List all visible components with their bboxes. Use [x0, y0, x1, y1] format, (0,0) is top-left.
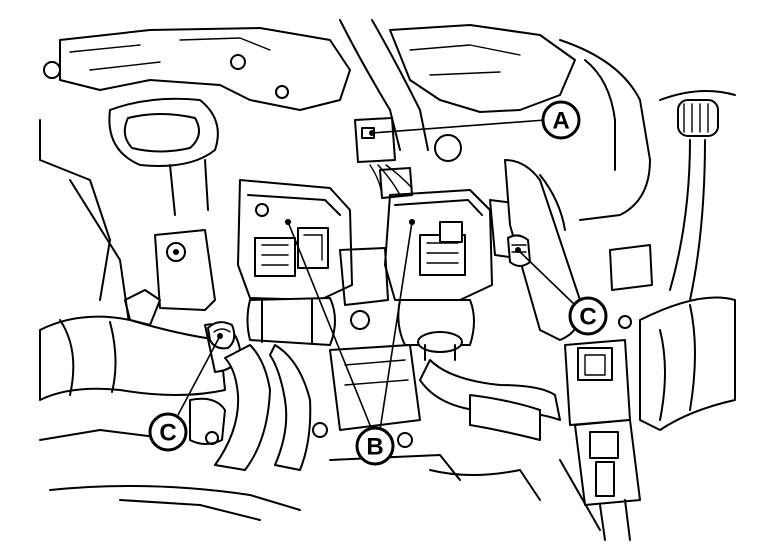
callout-c-left: C	[148, 412, 188, 452]
callout-c-right-label: C	[579, 304, 596, 331]
left-solenoid-actuator	[214, 179, 353, 471]
leader-lines	[177, 119, 576, 431]
callout-a-label: A	[552, 108, 569, 135]
callout-a: A	[541, 100, 581, 140]
leader-b-left	[287, 221, 373, 431]
right-side-components	[489, 159, 736, 541]
leader-a	[371, 119, 546, 134]
engine-background-structure	[39, 19, 736, 331]
leader-c-left	[177, 335, 221, 416]
connector-a	[354, 117, 413, 199]
leader-c-right	[517, 249, 576, 306]
callout-b: B	[355, 426, 395, 466]
callout-c-right: C	[568, 296, 608, 336]
right-solenoid-actuator	[384, 189, 561, 441]
left-bracket	[124, 229, 216, 326]
callout-c-left-label: C	[159, 420, 176, 447]
callout-b-label: B	[366, 434, 383, 461]
leader-b-right	[379, 221, 413, 431]
